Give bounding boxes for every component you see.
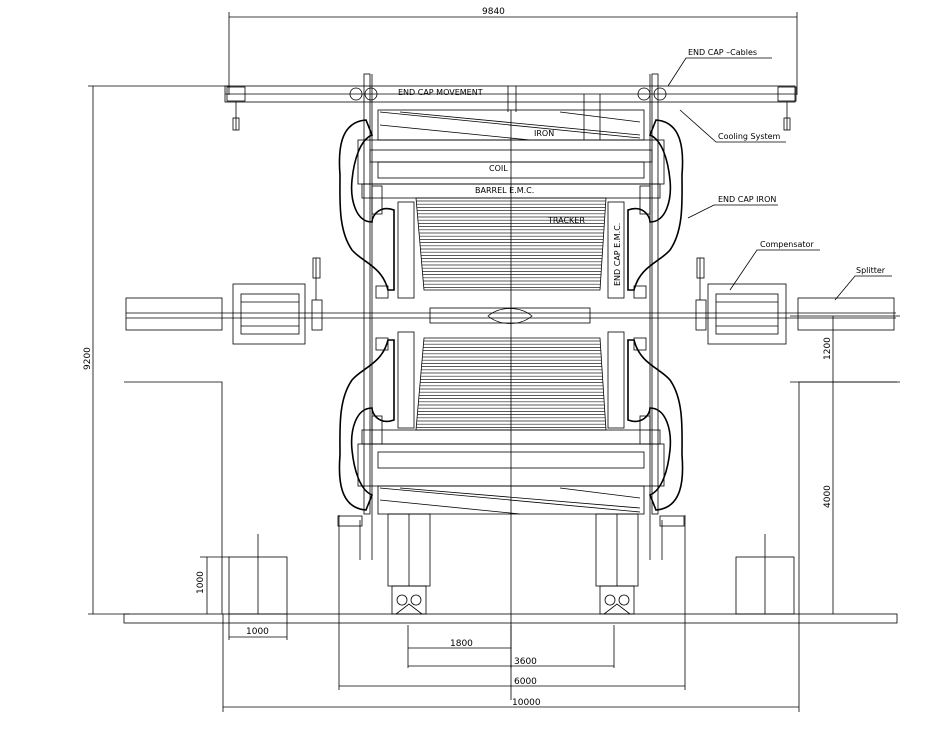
wall-left <box>124 381 223 614</box>
label-end-cap-movement: END CAP MOVEMENT <box>398 88 483 97</box>
dim-total-height-text: 9200 <box>83 347 93 370</box>
compensator-right <box>695 257 787 345</box>
label-compensator: Compensator <box>760 240 814 249</box>
label-end-cap-iron: END CAP IRON <box>718 195 776 204</box>
end-cap-emc-left <box>397 201 415 429</box>
dim-beam-height-text: 1200 <box>823 337 833 360</box>
label-coil: COIL <box>489 164 508 173</box>
floor-box-left <box>228 534 288 615</box>
dimension-box-width: 1000 <box>228 614 288 640</box>
tracker-upper <box>415 197 607 291</box>
dimension-beam-height: 1200 <box>790 315 900 383</box>
end-cap-emc-right <box>607 201 625 429</box>
splitter-right <box>797 297 895 331</box>
support-legs <box>337 513 685 615</box>
end-cap-iron-left-lower <box>338 339 395 511</box>
label-end-cap-emc: END CAP E.M.C. <box>613 223 622 286</box>
end-cap-movement-rail <box>224 85 797 131</box>
dimension-1800: 1800 <box>407 625 512 668</box>
end-cap-plates <box>363 73 659 560</box>
dimension-total-height: 9200 <box>83 85 230 615</box>
end-cap-iron-right-lower <box>627 339 684 511</box>
compensator-left <box>232 257 323 345</box>
end-cap-iron-right-upper <box>627 119 684 291</box>
dimension-top-width: 9840 <box>228 7 798 95</box>
dim-top-width-text: 9840 <box>482 7 505 17</box>
end-cap-iron-left-upper <box>338 119 395 291</box>
dim-10000-text: 10000 <box>512 698 541 708</box>
dim-floor-height-text: 4000 <box>823 485 833 508</box>
dimension-floor-height: 4000 <box>823 382 834 614</box>
dimension-10000: 10000 <box>222 614 800 712</box>
wall-right <box>798 381 897 614</box>
floor-box-right <box>735 534 795 615</box>
label-cooling-system: Cooling System <box>718 132 781 141</box>
dim-3600-text: 3600 <box>514 657 537 667</box>
tracker-lower <box>415 337 607 431</box>
splitter-left <box>125 297 223 331</box>
label-splitter: Splitter <box>856 266 886 275</box>
label-end-cap-cables: END CAP –Cables <box>688 48 757 57</box>
label-barrel-emc: BARREL E.M.C. <box>475 186 534 195</box>
dim-box-height-text: 1000 <box>196 571 206 594</box>
floor <box>123 613 898 624</box>
leader-lines <box>583 57 892 301</box>
label-iron: IRON <box>534 129 554 138</box>
dim-box-width-text: 1000 <box>246 627 269 637</box>
dim-6000-text: 6000 <box>514 677 537 687</box>
dimension-box-height: 1000 <box>196 556 230 614</box>
label-tracker: TRACKER <box>547 216 585 225</box>
dimension-6000: 6000 <box>338 515 686 690</box>
dim-1800-text: 1800 <box>450 639 473 649</box>
